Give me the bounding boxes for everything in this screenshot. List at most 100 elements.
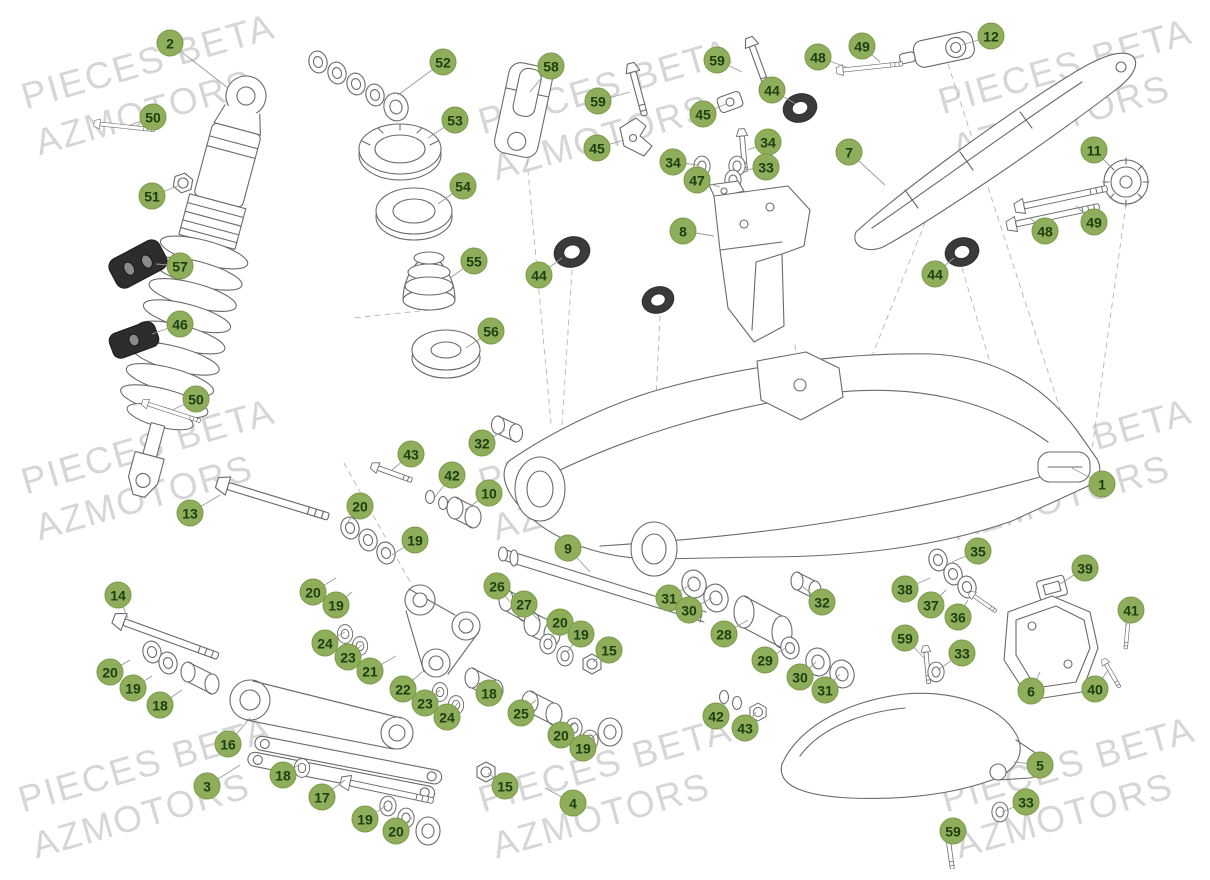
part-callout-45[interactable]: 45 <box>583 134 611 162</box>
part-callout-24[interactable]: 24 <box>433 703 461 731</box>
part-callout-30[interactable]: 30 <box>675 596 703 624</box>
part-callout-19[interactable]: 19 <box>351 805 379 833</box>
part-callout-40[interactable]: 40 <box>1081 675 1109 703</box>
part-callout-44[interactable]: 44 <box>758 76 786 104</box>
part-callout-44[interactable]: 44 <box>525 261 553 289</box>
part-callout-43[interactable]: 43 <box>731 714 759 742</box>
part-callout-13[interactable]: 13 <box>176 499 204 527</box>
part-callout-18[interactable]: 18 <box>475 679 503 707</box>
part-callout-46[interactable]: 46 <box>166 310 194 338</box>
part-callout-48[interactable]: 48 <box>804 43 832 71</box>
part-callout-59[interactable]: 59 <box>891 624 919 652</box>
part-callout-18[interactable]: 18 <box>269 761 297 789</box>
part-callout-15[interactable]: 15 <box>491 772 519 800</box>
right-washers <box>925 546 1068 616</box>
chain-guide-drawing <box>920 595 1133 701</box>
part-callout-29[interactable]: 29 <box>751 646 779 674</box>
part-callout-9[interactable]: 9 <box>554 534 582 562</box>
part-callout-17[interactable]: 17 <box>308 783 336 811</box>
part-callout-59[interactable]: 59 <box>584 87 612 115</box>
part-callout-28[interactable]: 28 <box>710 620 738 648</box>
part-callout-2[interactable]: 2 <box>156 29 184 57</box>
part-callout-10[interactable]: 10 <box>475 479 503 507</box>
part-callout-43[interactable]: 43 <box>397 440 425 468</box>
bump-stop-drawing <box>402 251 456 311</box>
linkage-bolts <box>110 473 399 695</box>
part-callout-19[interactable]: 19 <box>567 620 595 648</box>
part-callout-33[interactable]: 33 <box>1012 788 1040 816</box>
part-callout-35[interactable]: 35 <box>964 537 992 565</box>
part-callout-20[interactable]: 20 <box>382 817 410 845</box>
part-callout-18[interactable]: 18 <box>146 691 174 719</box>
part-callout-5[interactable]: 5 <box>1026 751 1054 779</box>
part-callout-52[interactable]: 52 <box>429 48 457 76</box>
part-callout-38[interactable]: 38 <box>891 575 919 603</box>
part-callout-34[interactable]: 34 <box>754 128 782 156</box>
part-callout-3[interactable]: 3 <box>193 772 221 800</box>
part-callout-19[interactable]: 19 <box>401 526 429 554</box>
part-callout-26[interactable]: 26 <box>483 572 511 600</box>
part-callout-58[interactable]: 58 <box>537 52 565 80</box>
part-callout-49[interactable]: 49 <box>1080 208 1108 236</box>
part-callout-50[interactable]: 50 <box>182 385 210 413</box>
part-callout-20[interactable]: 20 <box>346 492 374 520</box>
seal-rings <box>553 93 980 314</box>
part-callout-27[interactable]: 27 <box>510 590 538 618</box>
part-callout-55[interactable]: 55 <box>460 247 488 275</box>
part-callout-48[interactable]: 48 <box>1031 217 1059 245</box>
swingarm-drawing <box>503 351 1101 577</box>
part-callout-41[interactable]: 41 <box>1117 596 1145 624</box>
part-callout-36[interactable]: 36 <box>944 603 972 631</box>
axle-cap-drawing <box>1102 157 1150 207</box>
spring-seat-drawing <box>411 329 481 379</box>
part-callout-39[interactable]: 39 <box>1071 554 1099 582</box>
part-callout-7[interactable]: 7 <box>835 138 863 166</box>
part-callout-6[interactable]: 6 <box>1017 677 1045 705</box>
part-callout-19[interactable]: 19 <box>322 591 350 619</box>
part-callout-11[interactable]: 11 <box>1080 136 1108 164</box>
upper-spacers <box>368 415 524 529</box>
part-callout-34[interactable]: 34 <box>659 148 687 176</box>
part-callout-21[interactable]: 21 <box>356 657 384 685</box>
part-callout-49[interactable]: 49 <box>848 32 876 60</box>
part-callout-16[interactable]: 16 <box>214 730 242 758</box>
part-callout-14[interactable]: 14 <box>104 581 132 609</box>
part-callout-31[interactable]: 31 <box>811 676 839 704</box>
part-callout-8[interactable]: 8 <box>669 217 697 245</box>
part-callout-42[interactable]: 42 <box>438 461 466 489</box>
part-callout-19[interactable]: 19 <box>119 674 147 702</box>
part-callout-50[interactable]: 50 <box>139 103 167 131</box>
part-callout-57[interactable]: 57 <box>166 252 194 280</box>
part-callout-51[interactable]: 51 <box>138 182 166 210</box>
part-callout-37[interactable]: 37 <box>917 591 945 619</box>
part-callout-32[interactable]: 32 <box>468 429 496 457</box>
part-callout-12[interactable]: 12 <box>977 22 1005 50</box>
part-callout-42[interactable]: 42 <box>702 702 730 730</box>
part-callout-4[interactable]: 4 <box>559 789 587 817</box>
part-callout-32[interactable]: 32 <box>808 588 836 616</box>
part-callout-53[interactable]: 53 <box>441 106 469 134</box>
part-callout-19[interactable]: 19 <box>569 734 597 762</box>
part-callout-25[interactable]: 25 <box>507 699 535 727</box>
linkage-rocker-drawing <box>404 584 481 678</box>
part-callout-1[interactable]: 1 <box>1088 470 1116 498</box>
rubber-pads <box>108 239 168 359</box>
part-callout-33[interactable]: 33 <box>948 639 976 667</box>
spring-collar-ring-drawing <box>375 187 453 241</box>
part-callout-45[interactable]: 45 <box>689 100 717 128</box>
chain-adjuster-drawing <box>898 31 975 68</box>
part-callout-56[interactable]: 56 <box>477 317 505 345</box>
part-callout-47[interactable]: 47 <box>683 166 711 194</box>
hose-guard-drawing <box>713 185 811 343</box>
part-callout-33[interactable]: 33 <box>752 153 780 181</box>
part-callout-30[interactable]: 30 <box>786 663 814 691</box>
part-callout-59[interactable]: 59 <box>939 817 967 845</box>
part-callout-59[interactable]: 59 <box>703 46 731 74</box>
part-callout-54[interactable]: 54 <box>449 172 477 200</box>
part-callout-44[interactable]: 44 <box>921 260 949 288</box>
part-callout-20[interactable]: 20 <box>96 658 124 686</box>
part-callout-15[interactable]: 15 <box>595 636 623 664</box>
